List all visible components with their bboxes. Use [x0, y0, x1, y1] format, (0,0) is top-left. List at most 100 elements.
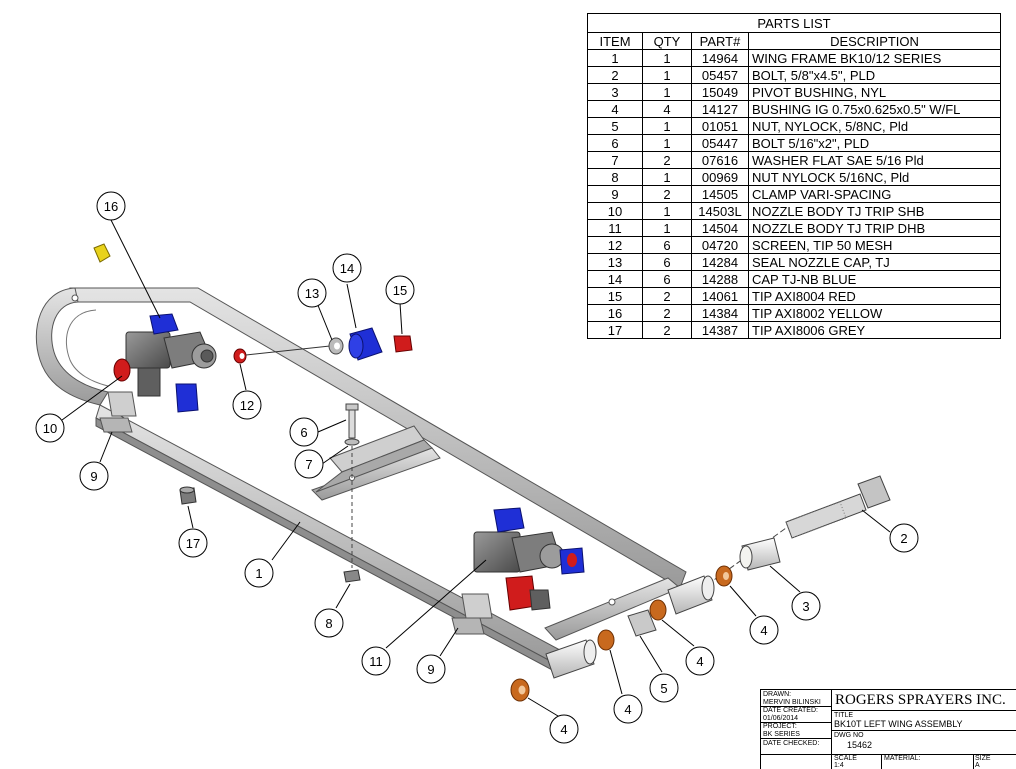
pivot-bushing-nyl	[739, 537, 781, 571]
part-number-cell: 15049	[691, 83, 749, 101]
description-cell: BOLT 5/16"x2", PLD	[748, 134, 1001, 152]
balloon-5: 5	[649, 673, 679, 703]
svg-text:6: 6	[300, 425, 307, 440]
item-cell: 7	[587, 151, 643, 169]
svg-text:16: 16	[104, 199, 118, 214]
title-block: DRAWN: MERVIN BILINSKI DATE CREATED: 01/…	[760, 689, 1016, 769]
item-cell: 5	[587, 117, 643, 135]
bushing-ig-2	[649, 599, 667, 621]
item-cell: 3	[587, 83, 643, 101]
nozzle-body-tj-trip-shb	[113, 313, 217, 413]
parts-list-header-row: ITEM QTY PART# DESCRIPTION	[587, 32, 1001, 50]
svg-text:4: 4	[560, 722, 567, 737]
item-cell: 16	[587, 304, 643, 322]
item-cell: 14	[587, 270, 643, 288]
item-cell: 15	[587, 287, 643, 305]
part-number-cell: 14061	[691, 287, 749, 305]
bushing-ig-4	[510, 678, 530, 702]
part-number-cell: 14288	[691, 270, 749, 288]
part-number-cell: 14384	[691, 304, 749, 322]
bushing-ig-3	[597, 629, 615, 651]
clamp-vari-spacing-left	[99, 391, 137, 433]
description-cell: SEAL NOZZLE CAP, TJ	[748, 253, 1001, 271]
wing-frame	[35, 287, 687, 673]
nozzle-body-tj-trip-dhb	[473, 507, 585, 611]
item-cell: 11	[587, 219, 643, 237]
svg-text:4: 4	[624, 702, 631, 717]
item-cell: 6	[587, 134, 643, 152]
screen-tip-50-mesh	[233, 348, 247, 364]
date-checked-label: DATE CHECKED:	[763, 740, 820, 747]
date-created-value: 01/06/2014	[763, 715, 799, 722]
size-label: SIZE	[975, 755, 991, 762]
balloon-4-a: 4	[749, 615, 779, 645]
nut-nylock-5-8	[627, 609, 657, 637]
item-cell: 9	[587, 185, 643, 203]
balloon-3: 3	[791, 591, 821, 621]
svg-text:2: 2	[900, 531, 907, 546]
balloon-8: 8	[314, 608, 344, 638]
svg-text:8: 8	[325, 616, 332, 631]
item-cell: 1	[587, 49, 643, 67]
part-number-cell: 14387	[691, 321, 749, 339]
bolt-5-8-x-4-5	[785, 475, 891, 539]
part-number-cell: 05457	[691, 66, 749, 84]
svg-text:15: 15	[393, 283, 407, 298]
bolt-5-16	[345, 403, 359, 439]
balloon-2: 2	[889, 523, 919, 553]
qty-cell: 2	[642, 185, 692, 203]
svg-text:14: 14	[340, 261, 354, 276]
dwg-no-value: 15462	[847, 740, 873, 750]
svg-text:17: 17	[186, 536, 200, 551]
item-cell: 12	[587, 236, 643, 254]
company-name: ROGERS SPRAYERS INC.	[835, 692, 1006, 708]
description-cell: NUT, NYLOCK, 5/8NC, Pld	[748, 117, 1001, 135]
parts-list-title: PARTS LIST	[587, 13, 1001, 33]
drawn-label: DRAWN:	[763, 691, 792, 698]
qty-cell: 6	[642, 270, 692, 288]
svg-text:5: 5	[660, 681, 667, 696]
svg-text:13: 13	[305, 286, 319, 301]
description-cell: CLAMP VARI-SPACING	[748, 185, 1001, 203]
balloon-4-d: 4	[549, 714, 579, 744]
svg-text:11: 11	[369, 654, 383, 669]
qty-cell: 6	[642, 253, 692, 271]
description-cell: TIP AXI8006 GREY	[748, 321, 1001, 339]
svg-text:1: 1	[255, 566, 262, 581]
item-cell: 13	[587, 253, 643, 271]
svg-text:10: 10	[43, 421, 57, 436]
qty-cell: 1	[642, 219, 692, 237]
bushing-ig-1	[715, 565, 733, 587]
description-cell: CAP TJ-NB BLUE	[748, 270, 1001, 288]
project-value: BK SERIES	[763, 731, 800, 738]
nut-nylock-5-16	[343, 569, 361, 583]
date-created-label: DATE CREATED:	[763, 707, 818, 714]
dwg-no-label: DWG NO	[834, 732, 864, 739]
project-label: PROJECT:	[763, 723, 797, 730]
column-header-description: DESCRIPTION	[748, 32, 1001, 50]
description-cell: PIVOT BUSHING, NYL	[748, 83, 1001, 101]
svg-text:4: 4	[696, 654, 703, 669]
balloon-6: 6	[289, 417, 319, 447]
scale-label: SCALE	[834, 755, 857, 762]
svg-text:9: 9	[90, 469, 97, 484]
qty-cell: 2	[642, 287, 692, 305]
balloon-10: 10	[35, 413, 65, 443]
drawn-value: MERVIN BILINSKI	[763, 699, 821, 706]
part-number-cell: 04720	[691, 236, 749, 254]
balloon-17: 17	[178, 528, 208, 558]
balloon-13: 13	[297, 278, 327, 308]
part-number-cell: 05447	[691, 134, 749, 152]
column-header-part: PART#	[691, 32, 749, 50]
scale-value: 1:4	[834, 762, 844, 769]
item-cell: 10	[587, 202, 643, 220]
